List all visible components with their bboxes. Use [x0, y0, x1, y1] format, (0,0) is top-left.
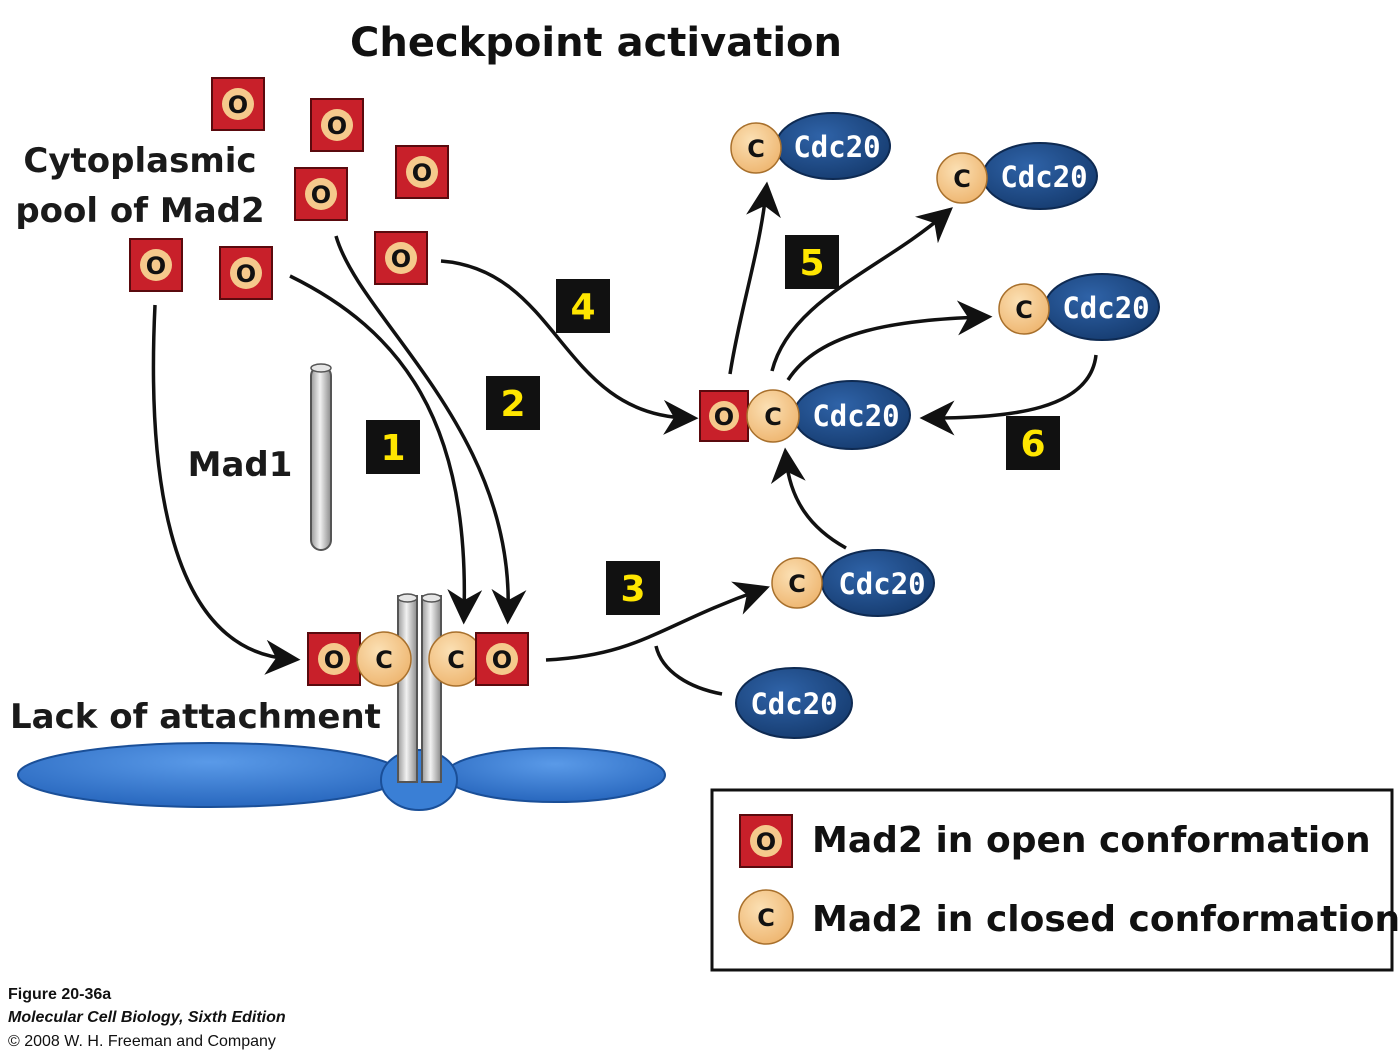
o-c-cdc20-complex: Cdc20 O C — [699, 380, 911, 450]
svg-text:Cdc20: Cdc20 — [793, 130, 880, 164]
kinetochore-mad1-rods — [397, 593, 442, 783]
svg-text:3: 3 — [620, 569, 645, 610]
svg-text:C: C — [757, 904, 775, 932]
svg-text:Cdc20: Cdc20 — [1000, 160, 1087, 194]
step-boxes: 1 2 3 4 5 6 — [366, 235, 1060, 615]
svg-text:5: 5 — [799, 243, 824, 284]
cytoplasmic-pool-label-line1: Cytoplasmic — [23, 141, 256, 181]
svg-text:C: C — [375, 646, 393, 674]
arrow-step2 — [334, 235, 527, 625]
diagram-title: Checkpoint activation — [350, 20, 842, 66]
c-cdc20-released-top: Cdc20 C — [730, 112, 891, 180]
chromosome — [17, 742, 666, 811]
mad1-rod — [310, 363, 332, 551]
c-cdc20-released-far: Cdc20 C — [998, 273, 1160, 341]
svg-text:C: C — [1015, 296, 1033, 324]
open-mad2-box: O — [211, 77, 265, 131]
svg-text:C: C — [447, 646, 465, 674]
arrow-free-cdc20-join — [654, 645, 723, 696]
step-box-6: 6 — [1006, 416, 1060, 470]
arrow-up-to-complex — [770, 447, 847, 550]
svg-text:2: 2 — [500, 384, 525, 425]
svg-text:1: 1 — [380, 428, 405, 469]
step-box-5: 5 — [785, 235, 839, 289]
lack-of-attachment-label: Lack of attachment — [10, 697, 381, 737]
open-mad2-pool: O O O O O O O — [129, 77, 449, 300]
legend-closed-label: Mad2 in closed conformation — [812, 899, 1400, 940]
svg-text:Cdc20: Cdc20 — [750, 687, 837, 721]
arrow-step5-far — [786, 300, 993, 381]
svg-text:Cdc20: Cdc20 — [812, 399, 899, 433]
pathway-arrows — [151, 181, 1098, 696]
arrow-step5-right — [770, 207, 953, 372]
c-cdc20-released-right: Cdc20 C — [936, 142, 1098, 210]
kinetochore-left-complex: O C — [307, 631, 412, 687]
svg-text:Cdc20: Cdc20 — [1062, 291, 1149, 325]
step-box-3: 3 — [606, 561, 660, 615]
legend: O Mad2 in open conformation C Mad2 in cl… — [710, 788, 1400, 972]
svg-text:4: 4 — [570, 287, 595, 328]
svg-text:O: O — [327, 112, 347, 140]
svg-text:C: C — [764, 403, 782, 431]
arrow-step1 — [289, 274, 483, 625]
free-cdc20: Cdc20 — [735, 667, 853, 739]
svg-text:O: O — [714, 403, 734, 431]
svg-text:O: O — [324, 646, 344, 674]
cytoplasmic-pool-label-line2: pool of Mad2 — [15, 191, 264, 231]
legend-closed-icon: C — [738, 889, 794, 945]
svg-text:C: C — [747, 135, 765, 163]
caption-book: Molecular Cell Biology, Sixth Edition — [8, 1009, 286, 1026]
legend-open-label: Mad2 in open conformation — [812, 820, 1371, 861]
svg-text:O: O — [756, 828, 776, 856]
open-mad2-box: O — [129, 238, 183, 292]
svg-text:O: O — [311, 181, 331, 209]
svg-text:O: O — [228, 91, 248, 119]
svg-text:C: C — [788, 570, 806, 598]
kinetochore-right-complex: C O — [428, 631, 529, 687]
svg-text:O: O — [492, 646, 512, 674]
step-box-1: 1 — [366, 420, 420, 474]
svg-text:O: O — [236, 260, 256, 288]
open-mad2-box: O — [374, 231, 428, 285]
caption-copyright: © 2008 W. H. Freeman and Company — [8, 1033, 276, 1050]
legend-open-icon: O — [739, 814, 793, 868]
arrow-step3 — [545, 581, 770, 662]
c-cdc20-step3: Cdc20 C — [771, 549, 935, 617]
svg-text:O: O — [146, 252, 166, 280]
svg-text:C: C — [953, 165, 971, 193]
arrow-step5-up — [728, 181, 781, 375]
step-box-4: 4 — [556, 279, 610, 333]
open-mad2-box: O — [219, 246, 273, 300]
svg-text:6: 6 — [1020, 424, 1045, 465]
svg-text:Cdc20: Cdc20 — [838, 567, 925, 601]
arrow-pool-to-kinetochore-left — [151, 304, 301, 675]
mad1-label: Mad1 — [188, 445, 293, 485]
open-mad2-box: O — [395, 145, 449, 199]
open-mad2-box: O — [294, 167, 348, 221]
caption-figure: Figure 20-36a — [8, 986, 111, 1003]
open-mad2-box: O — [310, 98, 364, 152]
arrow-step6 — [919, 354, 1098, 436]
step-box-2: 2 — [486, 376, 540, 430]
svg-text:O: O — [391, 245, 411, 273]
svg-text:O: O — [412, 159, 432, 187]
arrow-step4 — [440, 259, 699, 435]
